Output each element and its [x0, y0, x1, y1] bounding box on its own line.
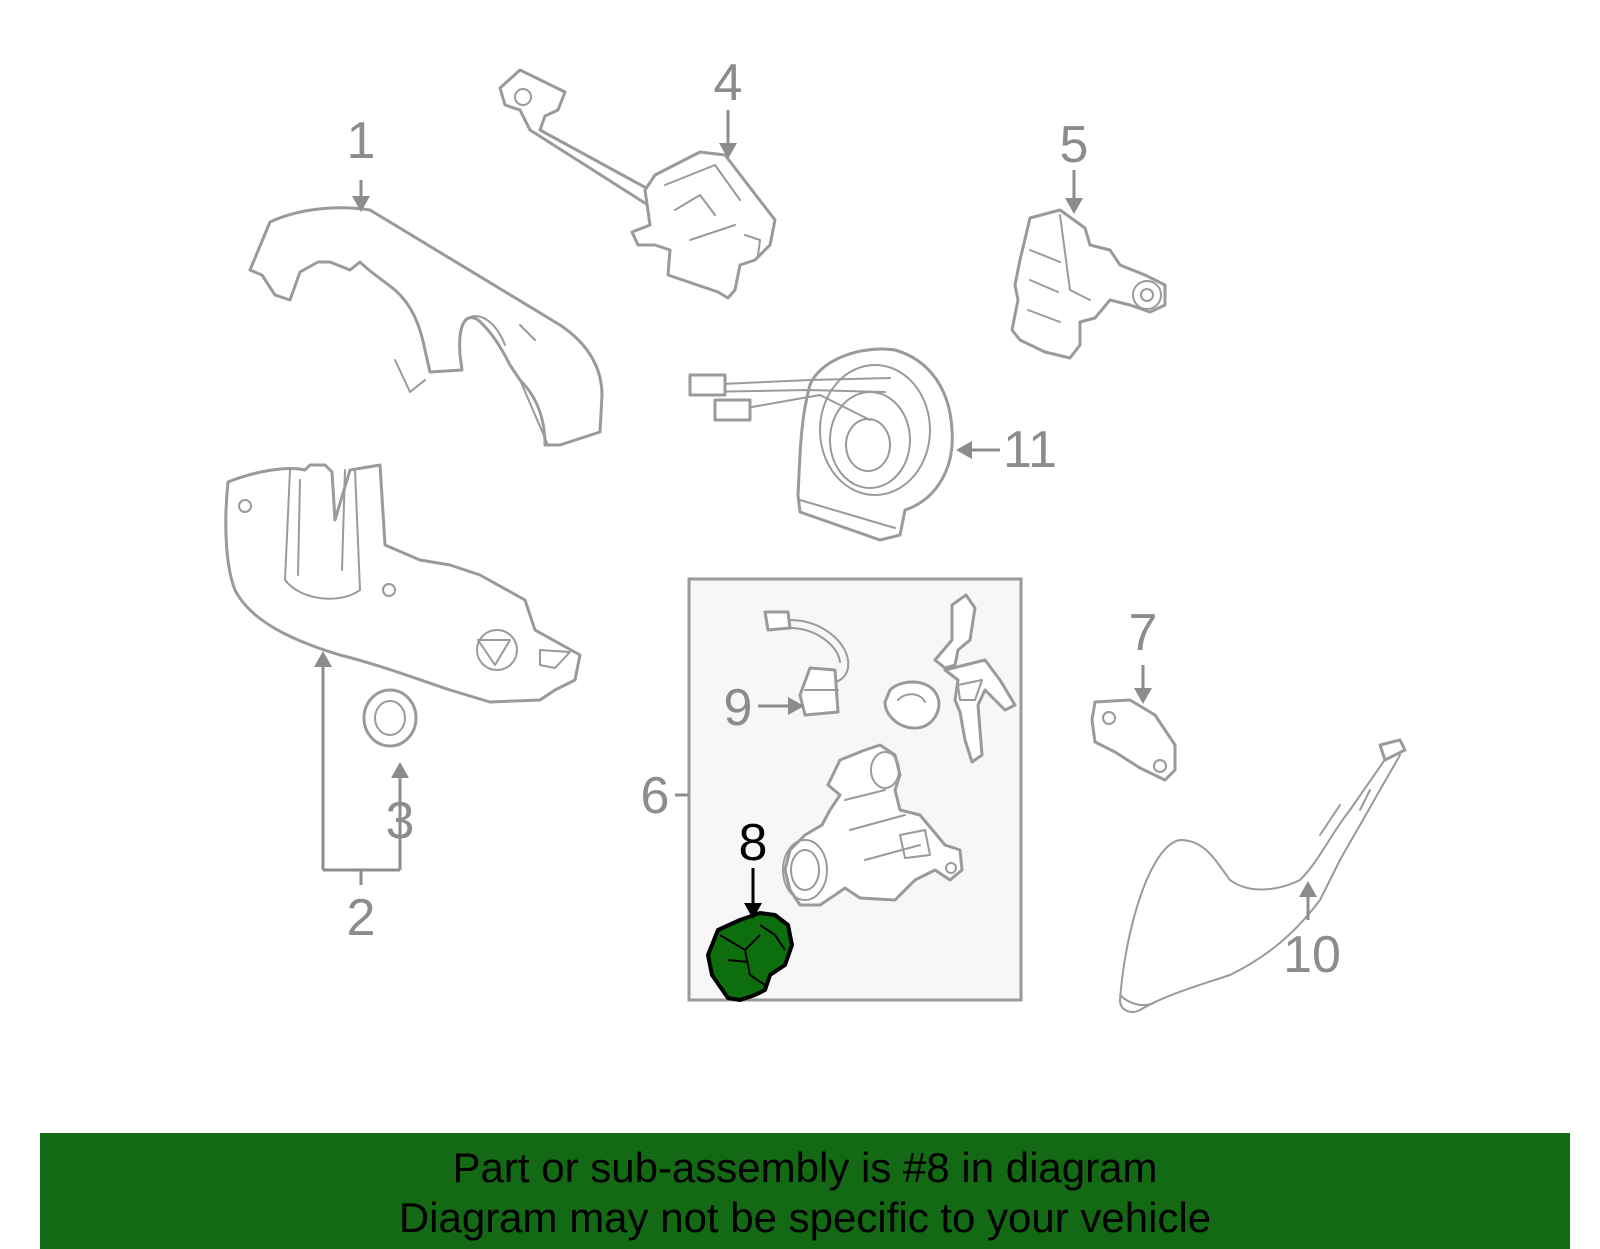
retaining-clip	[883, 680, 941, 730]
callout-11: 11	[1003, 421, 1057, 479]
leader-lines	[314, 110, 1317, 920]
info-banner: Part or sub-assembly is #8 in diagram Di…	[40, 1133, 1570, 1249]
callout-3: 3	[386, 792, 415, 850]
callout-1: 1	[347, 112, 376, 170]
callout-6: 6	[641, 767, 670, 825]
part-3-ring	[362, 688, 418, 748]
banner-line-2: Diagram may not be specific to your vehi…	[398, 1194, 1212, 1241]
callout-10: 10	[1283, 926, 1341, 984]
callout-2: 2	[347, 889, 376, 947]
part-7-switch	[1090, 698, 1177, 782]
keys	[933, 593, 1017, 764]
parts-diagram: 1 2 3 4 5 6 7 8 9 10 11	[224, 54, 1407, 1013]
callout-8: 8	[739, 814, 768, 872]
part-10-cable	[1119, 738, 1407, 1013]
callout-5: 5	[1060, 116, 1089, 174]
banner-line-1: Part or sub-assembly is #8 in diagram	[452, 1144, 1158, 1191]
callout-4: 4	[714, 54, 743, 112]
part-2-lower-shroud	[224, 463, 582, 704]
part-11-clock-spring	[688, 347, 954, 542]
lock-cylinder-housing	[782, 743, 964, 907]
callout-9: 9	[724, 679, 753, 737]
callout-7: 7	[1129, 604, 1158, 662]
part-4-multifunction-switch	[498, 68, 777, 300]
part-9-connector	[763, 610, 850, 717]
part-8-ignition-switch-highlighted	[706, 911, 794, 1002]
part-5-wiper-switch	[1010, 208, 1167, 360]
part-1-upper-shroud	[248, 206, 604, 447]
